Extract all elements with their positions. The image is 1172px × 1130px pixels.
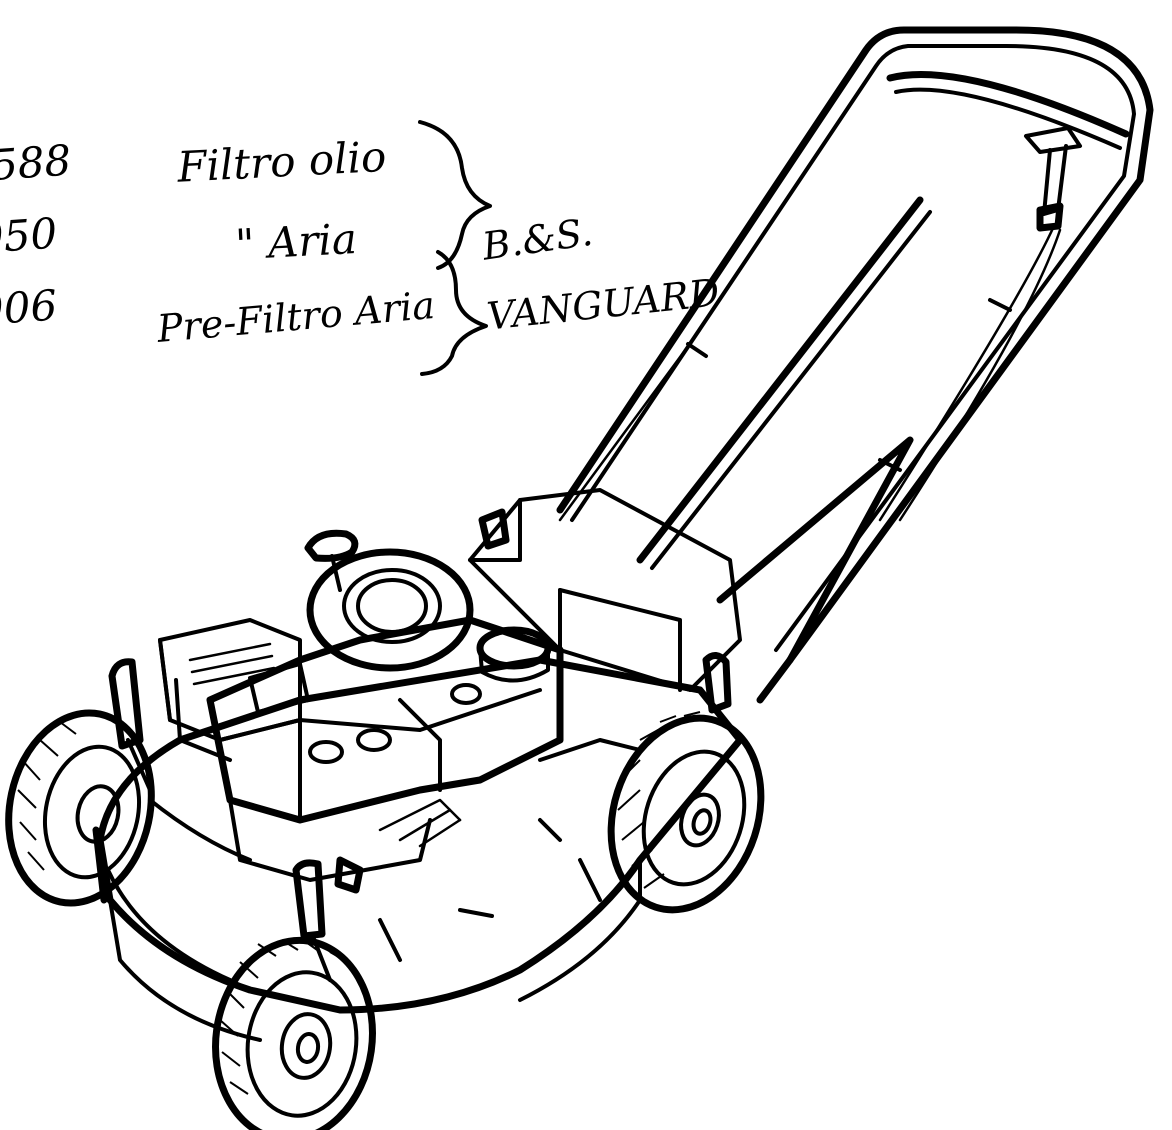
handle xyxy=(556,26,1154,704)
engine xyxy=(206,529,564,894)
note-code-3: 006 xyxy=(0,280,59,334)
wheel-rear-right xyxy=(607,711,765,914)
note-code-1: 588 xyxy=(0,135,73,189)
rear-flap xyxy=(468,488,742,692)
note-brand-vanguard: VANGUARD xyxy=(485,270,722,338)
wheel-front-left xyxy=(212,936,376,1130)
note-brand-bs: B.&S. xyxy=(479,210,596,269)
curly-brace-2 xyxy=(420,250,488,376)
wheel-rear-left xyxy=(5,709,155,907)
note-oil-filter: Filtro olio xyxy=(175,132,387,192)
lawn-mower-icon xyxy=(5,26,1154,1130)
handwritten-notes: 588 050 006 Filtro olio " Aria Pre-Filtr… xyxy=(0,120,722,376)
note-code-2: 050 xyxy=(0,208,59,262)
height-adjust-levers xyxy=(108,652,732,982)
note-air-filter: " Aria xyxy=(234,214,358,269)
note-pre-air-filter: Pre-Filtro Aria xyxy=(154,283,436,351)
curly-brace-1 xyxy=(418,120,492,270)
